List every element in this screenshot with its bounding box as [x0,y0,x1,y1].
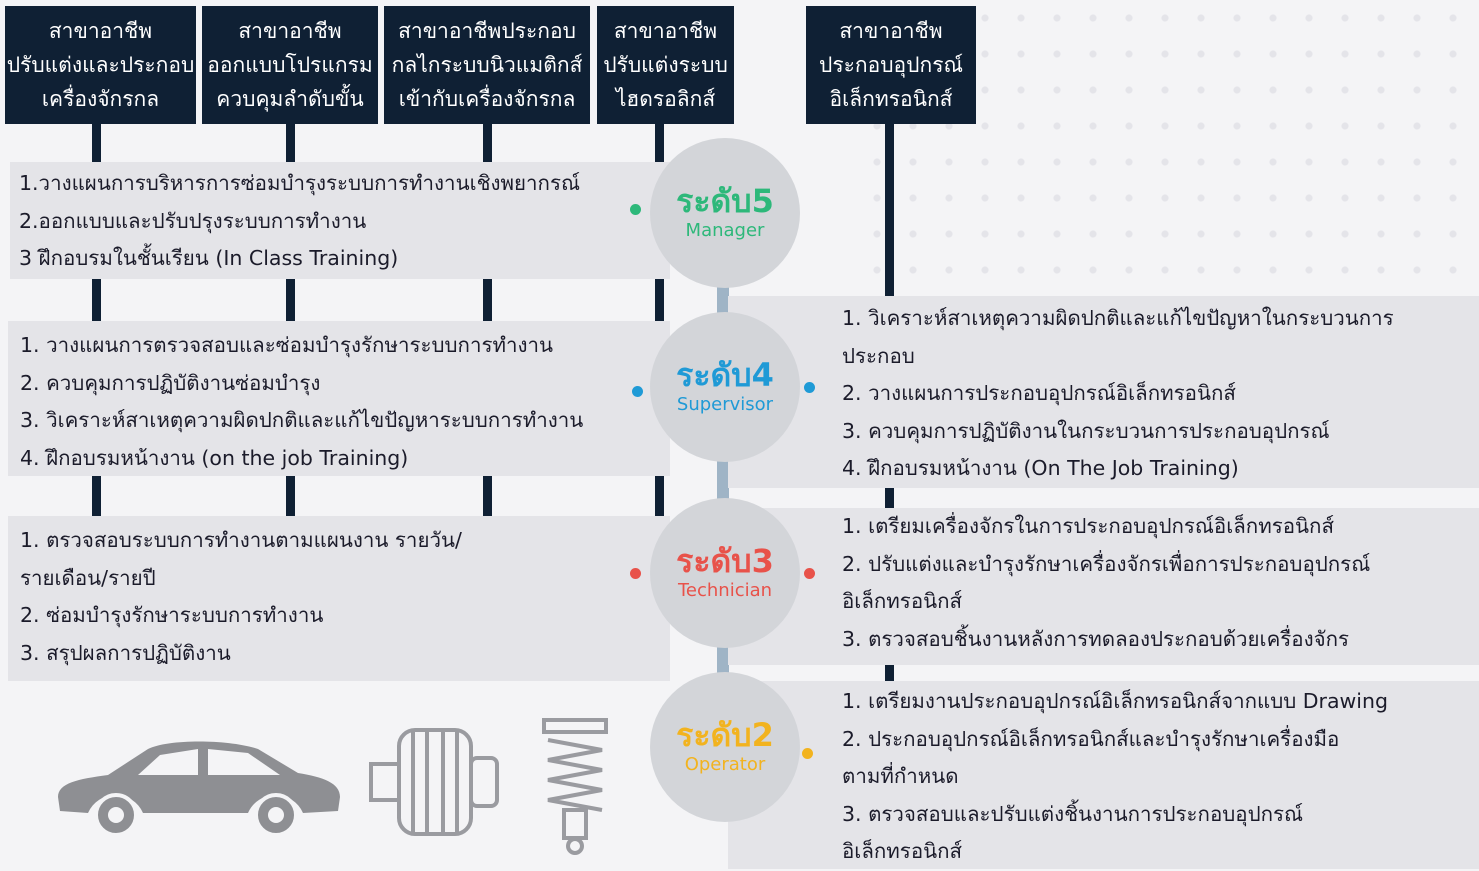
task-line: 2.ออกแบบและปรับปรุงระบบการทำงาน [19,208,367,233]
connector-line [885,124,894,296]
alternator-icon [369,728,499,836]
level5-dot [630,204,641,215]
task-line: ประกอบ [842,343,915,368]
branch-header-line: ประกอบอุปกรณ์ [819,53,963,77]
shock-absorber-icon [542,718,608,855]
branch-header-electronics: สาขาอาชีพ ประกอบอุปกรณ์ อิเล็กทรอนิกส์ [806,6,976,124]
level-role: Operator [684,754,766,775]
task-line: 3. ตรวจสอบและปรับแต่งชิ้นงานการประกอบอุป… [842,801,1304,826]
task-line: 1. วางแผนการตรวจสอบและซ่อมบำรุงรักษาระบบ… [20,333,554,357]
level-number: ระดับ5 [676,182,774,220]
branch-header-line: สาขาอาชีพ [48,19,153,43]
level3-dot-left [630,568,641,579]
level-number: ระดับ2 [676,716,774,754]
task-line: 2. ควบคุมการปฏิบัติงานซ่อมบำรุง [20,370,321,395]
connector-line [655,476,664,516]
task-line: รายเดือน/รายปี [20,565,156,590]
task-line: 1.วางแผนการบริหารการซ่อมบำรุงระบบการทำงา… [19,171,580,195]
connector-line [92,279,101,321]
connector-line [655,124,664,162]
branch-header-line: สาขาอาชีพ [613,19,718,43]
task-line: อิเล็กทรอนิกส์ [842,589,963,613]
branch-header-pneumatics: สาขาอาชีพประกอบ กลไกระบบนิวแมติกส์ เข้าก… [384,6,590,124]
task-line: 3. ควบคุมการปฏิบัติงานในกระบวนการประกอบอ… [842,418,1330,443]
branch-header-plc: สาขาอาชีพ ออกแบบโปรแกรม ควบคุมลำดับขั้น [202,6,378,124]
task-line: 1. เตรียมเครื่องจักรในการประกอบอุปกรณ์อิ… [842,514,1334,538]
branch-header-line: สาขาอาชีพ [839,19,943,43]
level-role: Supervisor [676,394,774,415]
panel-level4-right: 1. วิเคราะห์สาเหตุความผิดปกติและแก้ไขปัญ… [728,296,1479,488]
connector-line [483,476,492,516]
task-line: ตามที่กำหนด [842,764,959,788]
task-line: 3 ฝึกอบรมในชั้นเรียน (In Class Training) [19,246,399,270]
connector-line [286,124,295,162]
branch-header-line: อิเล็กทรอนิกส์ [829,87,953,111]
connector-line [92,476,101,516]
level4-circle: ระดับ4 Supervisor [650,312,800,462]
task-line: 1. เตรียมงานประกอบอุปกรณ์อิเล็กทรอนิกส์จ… [842,689,1389,713]
level4-dot-right [804,382,815,393]
task-line: 2. วางแผนการประกอบอุปกรณ์อิเล็กทรอนิกส์ [842,381,1236,405]
connector-line [92,124,101,162]
branch-header-line: ไฮดรอลิกส์ [615,87,716,111]
level5-circle: ระดับ5 Manager [650,138,800,288]
branch-header-line: สาขาอาชีพประกอบ [398,19,576,43]
panel-level4-left: 1. วางแผนการตรวจสอบและซ่อมบำรุงรักษาระบบ… [8,321,670,476]
panel-level2-right: 1. เตรียมงานประกอบอุปกรณ์อิเล็กทรอนิกส์จ… [728,681,1479,869]
task-line: 1. วิเคราะห์สาเหตุความผิดปกติและแก้ไขปัญ… [842,306,1394,330]
branch-header-line: เครื่องจักรกล [41,87,160,111]
branch-header-hydraulics: สาขาอาชีพ ปรับแต่งระบบ ไฮดรอลิกส์ [597,6,734,124]
task-line: อิเล็กทรอนิกส์ [842,839,963,863]
connector-line [885,488,894,508]
branch-header-line: ควบคุมลำดับขั้น [216,87,364,111]
task-line: 2. ประกอบอุปกรณ์อิเล็กทรอนิกส์และบำรุงรั… [842,726,1340,751]
connector-line [483,279,492,321]
panel-level5-left: 1.วางแผนการบริหารการซ่อมบำรุงระบบการทำงา… [10,162,670,279]
car-icon [58,741,340,835]
level2-dot [802,748,813,759]
branch-header-line: ออกแบบโปรแกรม [207,53,373,77]
task-line: 4. ฝึกอบรมหน้างาน (on the job Training) [20,445,409,470]
task-line: 2. ซ่อมบำรุงรักษาระบบการทำงาน [20,603,324,627]
level3-circle: ระดับ3 Technician [650,498,800,648]
task-line: 3. วิเคราะห์สาเหตุความผิดปกติและแก้ไขปัญ… [20,408,584,432]
task-line: 1. ตรวจสอบระบบการทำงานตามแผนงาน รายวัน/ [20,528,462,552]
branch-header-line: ปรับแต่งและประกอบ [6,53,195,77]
connector-line [286,279,295,321]
branch-header-line: เข้ากับเครื่องจักรกล [398,87,576,111]
level-role: Manager [685,220,765,241]
connector-line [286,476,295,516]
level3-dot-right [804,568,815,579]
level2-circle: ระดับ2 Operator [650,672,800,822]
level-role: Technician [677,580,773,601]
connector-line [483,124,492,162]
task-line: 4. ฝึกอบรมหน้างาน (On The Job Training) [842,456,1239,480]
level-number: ระดับ3 [676,542,774,580]
task-line: 3. ตรวจสอบชิ้นงานหลังการทดลองประกอบด้วยเ… [842,626,1350,651]
branch-header-machinery: สาขาอาชีพ ปรับแต่งและประกอบ เครื่องจักรก… [5,6,196,124]
level-number: ระดับ4 [676,356,774,394]
panel-level3-right: 1. เตรียมเครื่องจักรในการประกอบอุปกรณ์อิ… [728,508,1479,665]
branch-header-line: สาขาอาชีพ [238,19,342,43]
connector-line [885,665,894,681]
branch-header-line: ปรับแต่งระบบ [603,53,728,77]
task-line: 2. ปรับแต่งและบำรุงรักษาเครื่องจักรเพื่อ… [842,551,1371,576]
branch-header-line: กลไกระบบนิวแมติกส์ [391,53,583,77]
panel-level3-left: 1. ตรวจสอบระบบการทำงานตามแผนงาน รายวัน/ … [8,516,670,681]
level4-dot-left [632,386,643,397]
task-line: 3. สรุปผลการปฏิบัติงาน [20,640,231,665]
connector-line [655,279,664,321]
